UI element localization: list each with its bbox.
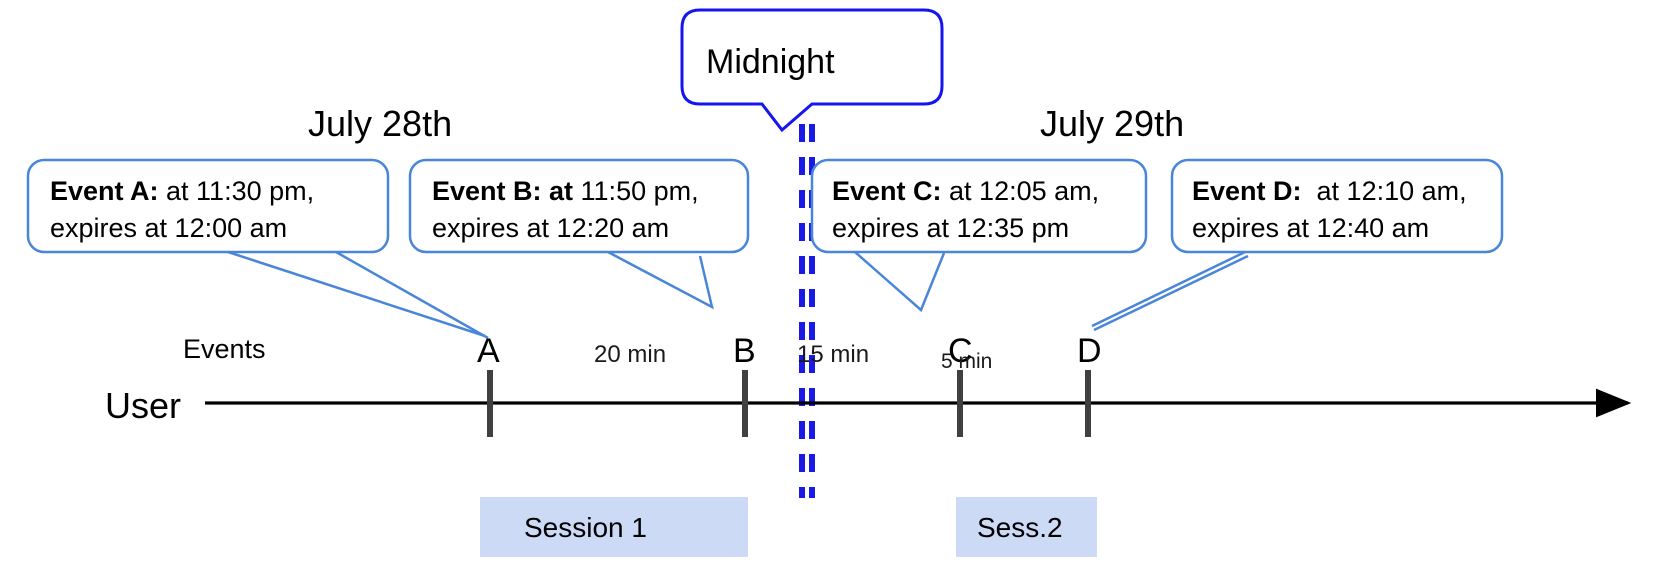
midnight-callout-shape bbox=[680, 8, 944, 133]
timeline-ticks bbox=[487, 370, 1091, 437]
session-1: Session 1 bbox=[480, 497, 748, 557]
leader-line-event-a-2 bbox=[335, 250, 489, 340]
midnight-callout: Midnight bbox=[680, 8, 944, 133]
session-1-box bbox=[480, 497, 748, 557]
event-letter-c: C bbox=[948, 332, 973, 370]
callout-leader-lines bbox=[227, 250, 1249, 340]
leader-line-event-d-2 bbox=[1093, 254, 1249, 332]
callout-event-a-line2: expires at 12:00 am bbox=[50, 213, 287, 243]
callout-event-b-line1: Event B: at 11:50 pm, bbox=[432, 176, 699, 206]
callout-event-a: Event A: at 11:30 pm, expires at 12:00 a… bbox=[26, 158, 390, 254]
callout-event-b-line2: expires at 12:20 am bbox=[432, 213, 669, 243]
callout-event-a-box bbox=[26, 158, 390, 254]
midnight-callout-label: Midnight bbox=[706, 43, 835, 81]
midnight-dashed-divider bbox=[799, 124, 815, 498]
callout-event-c-box bbox=[810, 158, 1148, 254]
callout-event-c: Event C: at 12:05 am, expires at 12:35 p… bbox=[810, 158, 1148, 254]
date-label-july-29: July 29th bbox=[1040, 103, 1184, 144]
gap-label-20-min: 20 min bbox=[594, 341, 666, 368]
callout-event-b: Event B: at 11:50 pm, expires at 12:20 a… bbox=[408, 158, 750, 254]
callout-event-d-line1: Event D: at 12:10 am, bbox=[1192, 176, 1467, 206]
date-label-july-28: July 28th bbox=[308, 103, 452, 144]
session-2-box bbox=[956, 497, 1097, 557]
event-letter-d: D bbox=[1077, 332, 1102, 370]
callout-event-d-line2: expires at 12:40 am bbox=[1192, 213, 1429, 243]
gap-label-15-min: 15 min bbox=[797, 341, 869, 368]
events-row-label: Events bbox=[183, 334, 266, 364]
gap-label-5-min: 5 min bbox=[941, 350, 992, 373]
event-letter-b: B bbox=[733, 332, 756, 370]
callout-event-c-line2: expires at 12:35 pm bbox=[832, 213, 1069, 243]
callout-event-a-line1: Event A: at 11:30 pm, bbox=[50, 176, 314, 206]
callout-event-b-box bbox=[408, 158, 750, 254]
callout-event-c-line1: Event C: at 12:05 am, bbox=[832, 176, 1099, 206]
user-row-label: User bbox=[105, 385, 181, 426]
session-2-label: Sess.2 bbox=[977, 512, 1063, 543]
callout-event-d-box bbox=[1170, 158, 1504, 254]
session-2: Sess.2 bbox=[956, 497, 1097, 557]
leader-line-event-b bbox=[607, 250, 714, 310]
callout-event-d: Event D: at 12:10 am, expires at 12:40 a… bbox=[1170, 158, 1504, 254]
leader-line-event-a-1 bbox=[227, 250, 486, 338]
leader-line-event-c bbox=[854, 251, 946, 313]
session-1-label: Session 1 bbox=[524, 512, 647, 543]
leader-line-event-d-1 bbox=[1091, 250, 1246, 328]
event-letter-a: A bbox=[477, 332, 500, 370]
